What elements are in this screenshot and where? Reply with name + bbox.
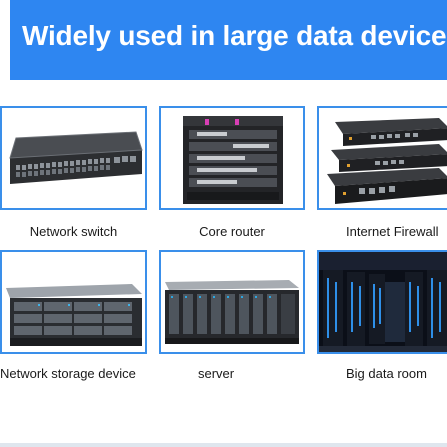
- core-router-image: [161, 108, 303, 208]
- internet-firewall-image: [319, 108, 447, 208]
- product-label-network-switch: Network switch: [29, 224, 118, 239]
- product-card-server: [159, 250, 305, 354]
- product-label-server: server: [198, 366, 235, 381]
- product-label-internet-firewall: Internet Firewall: [346, 224, 439, 239]
- product-card-internet-firewall: [317, 106, 447, 210]
- title-banner: Widely used in large data devices: [10, 0, 447, 80]
- banner-title: Widely used in large data devices: [22, 20, 447, 51]
- bottom-divider: [0, 443, 447, 447]
- network-switch-image: [2, 108, 145, 208]
- product-card-storage-device: [0, 250, 147, 354]
- product-label-core-router: Core router: [199, 224, 265, 239]
- data-room-image: [319, 252, 447, 352]
- product-label-storage-device: Network storage device: [0, 366, 136, 381]
- product-card-core-router: [159, 106, 305, 210]
- storage-device-image: [2, 252, 145, 352]
- product-card-network-switch: [0, 106, 147, 210]
- product-label-data-room: Big data room: [346, 366, 427, 381]
- server-image: [161, 252, 303, 352]
- product-card-data-room: [317, 250, 447, 354]
